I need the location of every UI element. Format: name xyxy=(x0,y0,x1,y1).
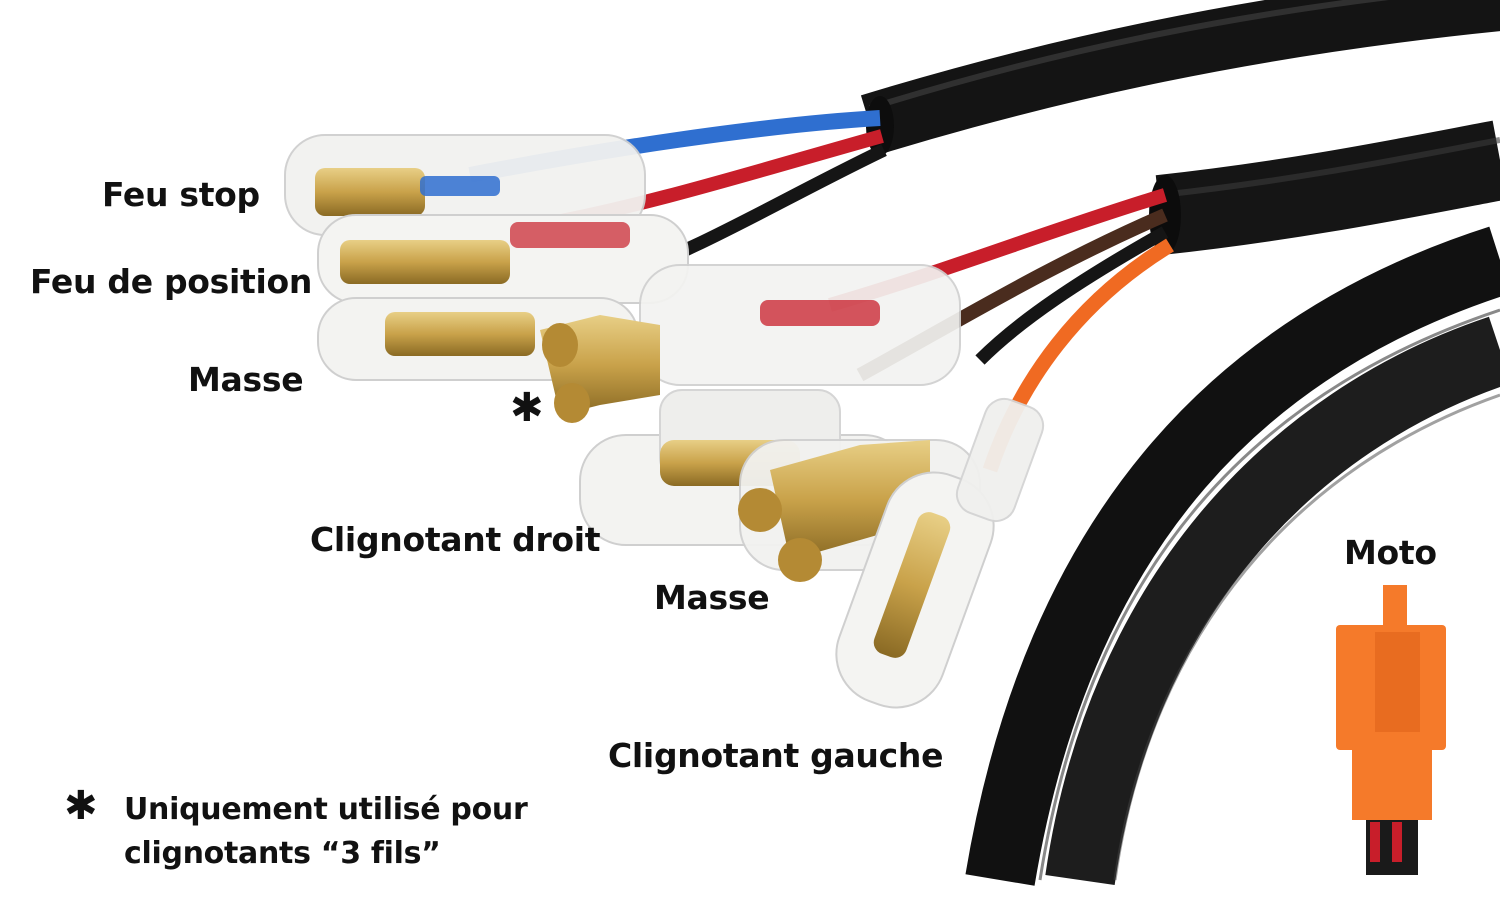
lower-cable xyxy=(1149,120,1500,255)
label-feu-de-position: Feu de position xyxy=(30,262,313,301)
connector-clignotant-gauche xyxy=(835,397,1045,709)
label-feu-stop: Feu stop xyxy=(102,175,260,214)
label-masse-bottom: Masse xyxy=(654,578,770,617)
label-moto: Moto xyxy=(1344,533,1437,572)
connector-3-fils xyxy=(540,264,961,423)
connector-feu-position xyxy=(317,214,689,304)
footnote-line-2: clignotants “3 fils” xyxy=(124,836,441,871)
moto-orange-connector xyxy=(1336,585,1446,875)
cable-sheath-arcs xyxy=(965,226,1500,886)
connector-feu-stop xyxy=(284,134,646,236)
label-clignotant-gauche: Clignotant gauche xyxy=(608,736,944,775)
label-clignotant-droit: Clignotant droit xyxy=(310,520,601,559)
upper-cable xyxy=(860,0,1500,156)
asterisk-marker-connector: ✱ xyxy=(510,385,544,431)
footnote-line-1: Uniquement utilisé pour xyxy=(124,792,528,827)
label-masse-top: Masse xyxy=(188,360,304,399)
asterisk-marker-footnote: ✱ xyxy=(64,783,98,829)
